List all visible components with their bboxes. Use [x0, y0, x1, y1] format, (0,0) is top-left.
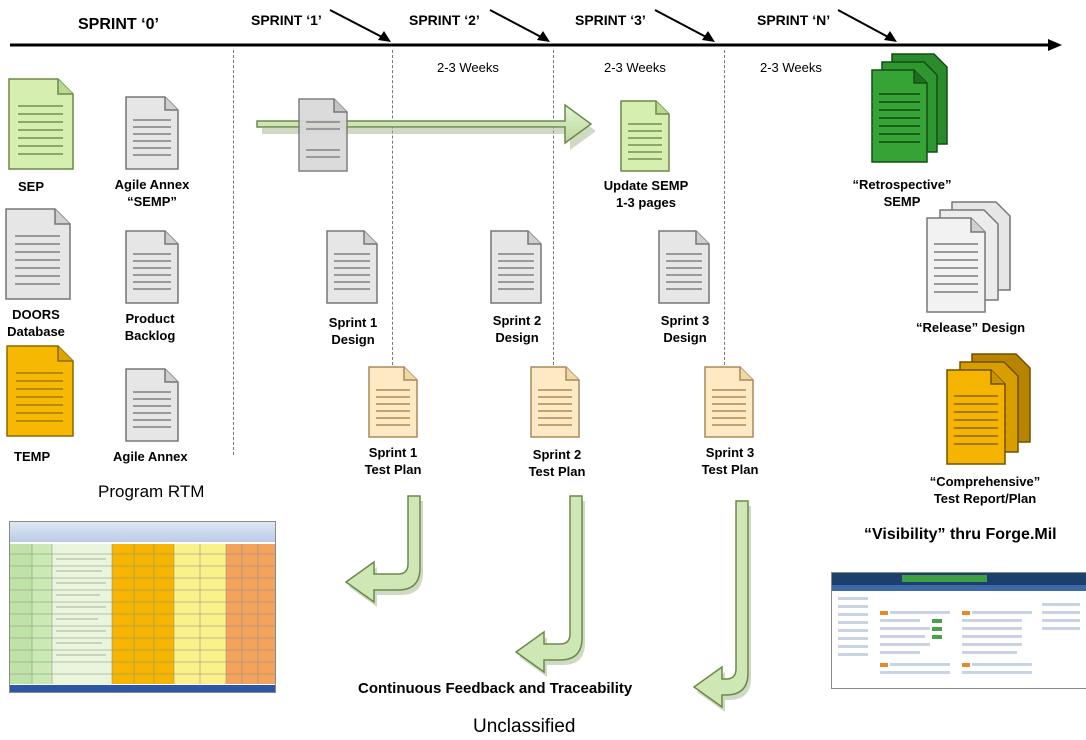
sprint-duration: 2-3 Weeks	[760, 60, 822, 75]
document-stack-icon	[946, 353, 1031, 465]
sprint-1-design-label: Sprint 1 Design	[328, 315, 378, 347]
curved-arrow-icon	[514, 495, 585, 677]
visibility-forge-label: “Visibility” thru Forge.Mil	[864, 526, 1057, 543]
document-icon	[8, 78, 74, 170]
sprint-duration: 2-3 Weeks	[604, 60, 666, 75]
sprint-3-design-label: Sprint 3 Design	[660, 313, 710, 345]
retrospective-semp-label: “Retrospective” SEMP	[852, 177, 952, 209]
document-icon	[326, 230, 378, 304]
document-icon	[658, 230, 710, 304]
sprint-divider	[724, 50, 725, 370]
document-icon	[125, 368, 179, 442]
document-icon	[298, 98, 348, 172]
curved-arrow-icon	[344, 495, 423, 607]
sprint-n-label: SPRINT ‘N’	[757, 12, 831, 28]
document-icon	[6, 345, 74, 437]
document-icon	[704, 366, 754, 438]
product-backlog-label: Product Backlog	[124, 311, 176, 343]
sprint-divider	[392, 50, 393, 370]
sprint-divider	[553, 50, 554, 370]
timeline-arrow-icon	[10, 9, 1062, 51]
classification-label: Unclassified	[473, 716, 576, 737]
release-design-label: “Release” Design	[916, 320, 1026, 335]
program-rtm-spreadsheet	[9, 521, 276, 693]
continuous-feedback-label: Continuous Feedback and Traceability	[358, 680, 633, 697]
document-icon	[125, 230, 179, 304]
doors-database-label: DOORS Database	[7, 307, 65, 339]
document-icon	[490, 230, 542, 304]
sprint-0-label: SPRINT ‘0’	[78, 16, 159, 33]
forge-mil-screenshot	[831, 572, 1086, 689]
sprint-2-design-label: Sprint 2 Design	[492, 313, 542, 345]
sprint-3-label: SPRINT ‘3’	[575, 12, 646, 28]
sprint-2-test-plan-label: Sprint 2 Test Plan	[528, 447, 586, 479]
sprint-1-label: SPRINT ‘1’	[251, 12, 322, 28]
sprint-1-test-plan-label: Sprint 1 Test Plan	[364, 445, 422, 477]
sprint-divider	[233, 50, 234, 455]
document-stack-icon	[926, 201, 1011, 313]
comprehensive-test-report-label: “Comprehensive” Test Report/Plan	[929, 474, 1041, 506]
curved-arrow-icon	[692, 500, 751, 712]
document-icon	[620, 100, 670, 172]
agile-annex-semp-label: Agile Annex “SEMP”	[114, 177, 190, 209]
document-icon	[125, 96, 179, 170]
sep-label: SEP	[18, 179, 45, 194]
document-icon	[368, 366, 418, 438]
agile-annex-label: Agile Annex	[113, 449, 188, 464]
document-icon	[530, 366, 580, 438]
program-rtm-label: Program RTM	[98, 482, 205, 501]
document-stack-icon	[871, 53, 948, 163]
update-semp-label: Update SEMP 1-3 pages	[603, 178, 689, 210]
document-icon	[5, 208, 71, 300]
sprint-2-label: SPRINT ‘2’	[409, 12, 480, 28]
sprint-3-test-plan-label: Sprint 3 Test Plan	[701, 445, 759, 477]
temp-label: TEMP	[14, 449, 51, 464]
sprint-duration: 2-3 Weeks	[437, 60, 499, 75]
